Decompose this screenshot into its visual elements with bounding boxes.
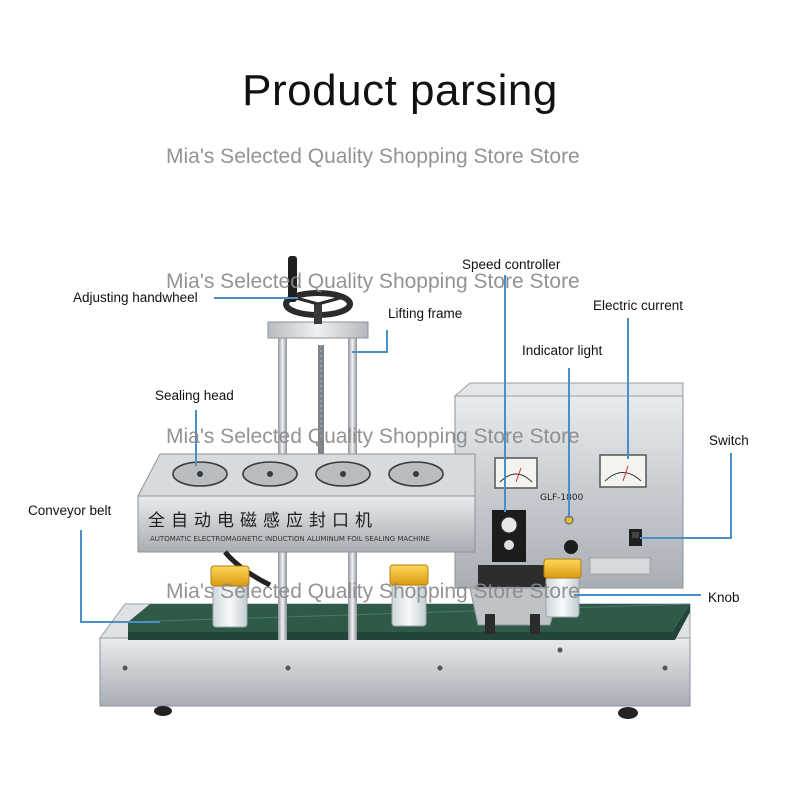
watermark-4: Mia's Selected Quality Shopping Store St… <box>166 580 580 603</box>
jar <box>389 564 429 627</box>
label-knob: Knob <box>708 590 740 605</box>
machine-chinese-label: 全自动电磁感应封口机 <box>148 511 378 531</box>
label-indicator-light: Indicator light <box>522 343 603 358</box>
label-sealing-head: Sealing head <box>155 388 234 403</box>
label-electric-current: Electric current <box>593 298 684 313</box>
label-lifting-frame: Lifting frame <box>388 306 463 321</box>
machine-english-label: AUTOMATIC ELECTROMAGNETIC INDUCTION ALUM… <box>150 535 430 543</box>
callout-lines <box>80 275 732 623</box>
label-switch: Switch <box>709 433 749 448</box>
label-conveyor-belt: Conveyor belt <box>28 503 112 518</box>
adjusting-handwheel <box>283 256 353 324</box>
jar <box>543 558 582 618</box>
callout-line-switch <box>640 453 732 539</box>
label-adjusting-handwheel: Adjusting handwheel <box>73 290 198 305</box>
watermark-3: Mia's Selected Quality Shopping Store St… <box>166 425 580 448</box>
watermark-2: Mia's Selected Quality Shopping Store St… <box>166 270 580 293</box>
callout-line-lifting-frame <box>352 330 388 353</box>
label-speed-controller: Speed controller <box>462 257 561 272</box>
watermark-1: Mia's Selected Quality Shopping Store St… <box>166 145 580 168</box>
model-label: GLF-1800 <box>540 493 584 503</box>
jars <box>210 558 582 628</box>
sealing-carrier <box>469 565 561 634</box>
page-title: Product parsing <box>242 66 558 115</box>
jar <box>210 565 250 628</box>
callout-line-conveyor <box>80 530 160 623</box>
